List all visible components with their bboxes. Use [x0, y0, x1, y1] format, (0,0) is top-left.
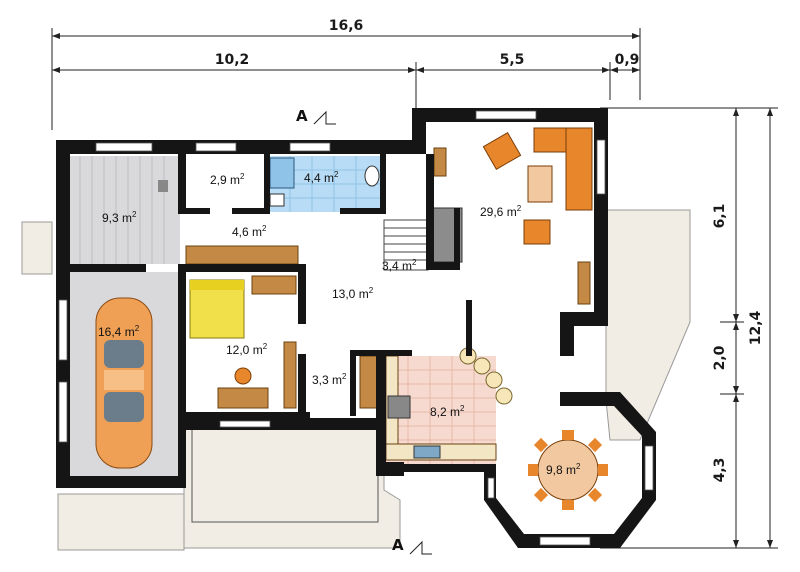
svg-text:16,4 m2: 16,4 m2 [98, 324, 140, 339]
svg-text:3,4 m2: 3,4 m2 [382, 258, 417, 273]
svg-text:2,9 m2: 2,9 m2 [210, 172, 245, 187]
room-label-corridor: 13,0 m2 [332, 286, 374, 301]
closet-shelf-icon [359, 355, 379, 409]
room-area-wc-small: 2,9 m [210, 173, 240, 187]
stove-icon [387, 395, 411, 419]
dimension-lines-right [600, 107, 778, 549]
room-label-wc-small: 2,9 m2 [210, 172, 245, 187]
dim-right-mid: 2,0 [712, 345, 728, 370]
bed-icon [189, 279, 245, 339]
svg-text:3,3 m2: 3,3 m2 [312, 372, 347, 387]
counter-2-icon [385, 443, 497, 461]
room-label-closet: 3,3 m2 [312, 372, 347, 387]
desk-chair-icon [234, 367, 252, 385]
room-area-corridor: 13,0 m [332, 287, 369, 301]
dim-right-lower: 4,3 [712, 458, 728, 483]
toilet-icon [364, 165, 380, 187]
room-area-bathroom: 4,4 m [304, 171, 334, 185]
coffee-table-icon [527, 165, 553, 203]
room-area-unit: 2 [412, 258, 417, 267]
wardrobe-icon [185, 245, 299, 265]
dim-top-total: 16,6 [329, 18, 364, 34]
room-area-stairs: 3,4 m [382, 259, 412, 273]
room-area-unit: 2 [240, 172, 245, 181]
room-label-dining: 9,8 m2 [546, 462, 581, 477]
sofa-icon [533, 127, 593, 211]
section-marker-top: A [296, 107, 308, 125]
dim-right-total: 12,4 [748, 310, 764, 345]
svg-text:13,0 m2: 13,0 m2 [332, 286, 374, 301]
tv-cabinet-icon [577, 261, 591, 305]
room-area-unit: 2 [262, 224, 267, 233]
svg-text:8,2 m2: 8,2 m2 [430, 404, 465, 419]
dim-top-left: 10,2 [215, 52, 250, 68]
car-icon [95, 297, 153, 469]
svg-text:4,6 m2: 4,6 m2 [232, 224, 267, 239]
room-label-bedroom: 12,0 m2 [226, 342, 268, 357]
bedroom-cabinet-icon [251, 275, 297, 295]
room-area-unit: 2 [132, 210, 137, 219]
room-area-bedroom: 12,0 m [226, 343, 263, 357]
bedroom-shelf-icon [283, 341, 297, 409]
dimension-lines-top [51, 28, 641, 130]
dim-right-upper: 6,1 [712, 204, 728, 229]
room-area-unit: 2 [263, 342, 268, 351]
room-area-utility: 9,3 m [102, 211, 132, 225]
svg-text:4,4 m2: 4,4 m2 [304, 170, 339, 185]
room-label-living: 29,6 m2 [480, 204, 522, 219]
room-label-hall: 4,6 m2 [232, 224, 267, 239]
room-area-unit: 2 [369, 286, 374, 295]
room-area-kitchen: 8,2 m [430, 405, 460, 419]
dim-top-mid: 5,5 [500, 52, 525, 68]
sink-bath-icon [269, 193, 285, 207]
room-label-kitchen: 8,2 m2 [430, 404, 465, 419]
svg-text:29,6 m2: 29,6 m2 [480, 204, 522, 219]
room-label-utility: 9,3 m2 [102, 210, 137, 225]
dim-top-right: 0,9 [615, 52, 640, 68]
svg-text:9,3 m2: 9,3 m2 [102, 210, 137, 225]
room-area-closet: 3,3 m [312, 373, 342, 387]
svg-text:12,0 m2: 12,0 m2 [226, 342, 268, 357]
room-label-garage: 16,4 m2 [98, 324, 140, 339]
section-arrow-top-icon [313, 110, 336, 125]
desk-icon [217, 387, 269, 409]
room-area-garage: 16,4 m [98, 325, 135, 339]
boiler-icon [158, 180, 168, 192]
room-area-unit: 2 [576, 462, 581, 471]
stairs-icon [383, 219, 429, 271]
room-area-unit: 2 [460, 404, 465, 413]
bookshelf-icon [433, 147, 447, 177]
room-area-dining: 9,8 m [546, 463, 576, 477]
section-arrow-bottom-icon [409, 540, 432, 555]
shower-icon [269, 157, 295, 189]
room-label-bathroom: 4,4 m2 [304, 170, 339, 185]
room-area-unit: 2 [135, 324, 140, 333]
room-area-living: 29,6 m [480, 205, 517, 219]
room-area-hall: 4,6 m [232, 225, 262, 239]
dining-table-icon [528, 430, 608, 510]
room-area-unit: 2 [334, 170, 339, 179]
armchair-icon [482, 132, 522, 170]
armchair-2-icon [523, 219, 551, 245]
room-area-unit: 2 [517, 204, 522, 213]
terraces [21, 209, 691, 551]
room-label-stairs: 3,4 m2 [382, 258, 417, 273]
windows [58, 110, 654, 546]
section-marker-bottom: A [392, 536, 404, 554]
svg-text:9,8 m2: 9,8 m2 [546, 462, 581, 477]
sink-icon [413, 445, 441, 459]
room-area-unit: 2 [342, 372, 347, 381]
